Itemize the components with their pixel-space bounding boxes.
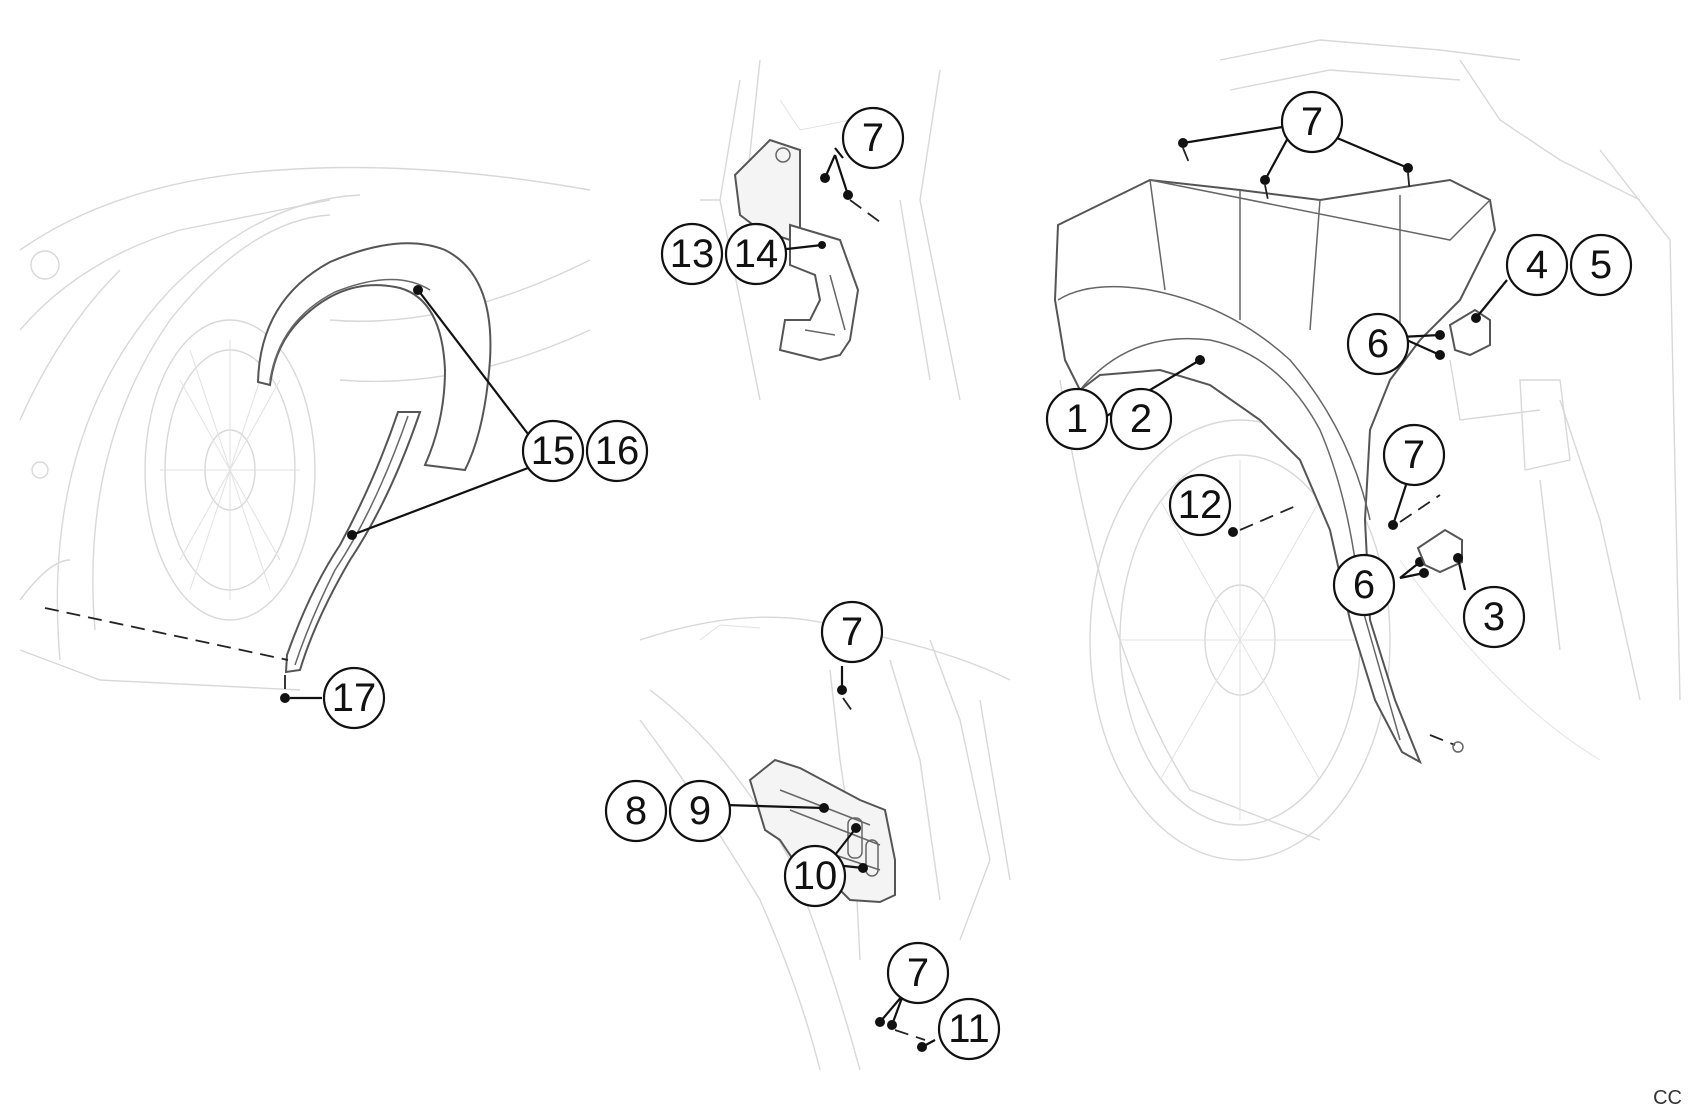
callout-2: 2 — [1109, 387, 1173, 451]
callout-label: 7 — [862, 116, 884, 160]
callout-label: 14 — [734, 232, 779, 276]
fastener-dot — [851, 823, 861, 833]
wheel-flare-lower — [284, 411, 422, 674]
callout-label: 7 — [1403, 433, 1425, 477]
callout-label: 17 — [332, 676, 377, 720]
callout-label: 7 — [841, 610, 863, 654]
callout-label: 6 — [1367, 322, 1389, 366]
top-center-background — [700, 59, 961, 401]
callout-label: 10 — [793, 854, 838, 898]
callout-7-top-center: 7 — [841, 106, 905, 170]
callout-16: 16 — [585, 419, 649, 483]
callout-8: 8 — [604, 779, 668, 843]
image-code: CC — [1653, 1087, 1682, 1109]
right-view-background — [1059, 39, 1681, 861]
leader-point — [413, 285, 423, 295]
callout-label: 3 — [1483, 595, 1505, 639]
callout-15: 15 — [521, 419, 585, 483]
callout-7-right-mid: 7 — [1382, 423, 1446, 487]
right-view-leaders — [1104, 123, 1508, 753]
leader-point — [1471, 313, 1481, 323]
callout-6-upper: 6 — [1346, 312, 1410, 376]
leader-point — [347, 530, 357, 540]
fastener-dot — [917, 1042, 927, 1052]
callout-6-lower: 6 — [1332, 553, 1396, 617]
callout-4: 4 — [1505, 233, 1569, 297]
wheel-flare-upper — [256, 242, 492, 472]
callout-12: 12 — [1168, 473, 1232, 537]
leader-point — [1453, 553, 1463, 563]
callout-label: 2 — [1130, 397, 1152, 441]
callout-label: 4 — [1526, 243, 1548, 287]
fastener-dot — [1403, 163, 1413, 173]
callout-label: 5 — [1590, 243, 1612, 287]
callout-label: 6 — [1353, 563, 1375, 607]
fastener-dot — [819, 803, 829, 813]
leader-point — [818, 241, 826, 249]
callout-3: 3 — [1462, 585, 1526, 649]
left-view-leaders — [44, 285, 529, 703]
callout-label: 7 — [907, 951, 929, 995]
leader-point — [1195, 355, 1205, 365]
callout-7-bottom-center-low: 7 — [886, 941, 950, 1005]
callout-5: 5 — [1569, 233, 1633, 297]
callout-7-bottom-center-top: 7 — [820, 600, 884, 664]
fastener-dot — [280, 693, 290, 703]
fastener-dot — [1178, 138, 1188, 148]
fastener-dot — [820, 173, 830, 183]
callout-14: 14 — [724, 222, 788, 286]
callout-17: 17 — [322, 666, 386, 730]
fastener-dot — [1419, 568, 1429, 578]
lower-fender-bracket — [1416, 528, 1463, 574]
callout-10: 10 — [783, 844, 847, 908]
callout-13: 13 — [660, 222, 724, 286]
callout-11: 11 — [937, 997, 1001, 1061]
callout-label: 13 — [670, 232, 715, 276]
fastener-dot — [843, 190, 853, 200]
fastener-dot — [1228, 527, 1238, 537]
callout-label: 11 — [948, 1007, 990, 1051]
callout-label: 12 — [1178, 483, 1223, 527]
callout-label: 1 — [1066, 397, 1088, 441]
upper-fender-bracket — [1448, 308, 1491, 357]
callout-7-right-top: 7 — [1280, 90, 1344, 154]
fastener-dot — [1260, 175, 1270, 185]
fastener-dot — [887, 1020, 897, 1030]
callout-label: 8 — [625, 789, 647, 833]
fastener-dot — [1388, 520, 1398, 530]
fastener-dot — [858, 863, 868, 873]
callout-label: 9 — [689, 789, 711, 833]
fastener-dot — [1435, 330, 1445, 340]
callout-label: 15 — [531, 429, 576, 473]
upper-bracket — [733, 138, 860, 362]
fastener-dot — [1435, 350, 1445, 360]
bottom-center-leaders — [724, 666, 936, 1052]
top-center-leaders — [777, 147, 881, 252]
callout-9: 9 — [668, 779, 732, 843]
callout-label: 16 — [595, 429, 640, 473]
fastener-dot — [837, 685, 847, 695]
callout-1: 1 — [1045, 387, 1109, 451]
callout-label: 7 — [1301, 100, 1323, 144]
fastener-dot — [875, 1017, 885, 1027]
